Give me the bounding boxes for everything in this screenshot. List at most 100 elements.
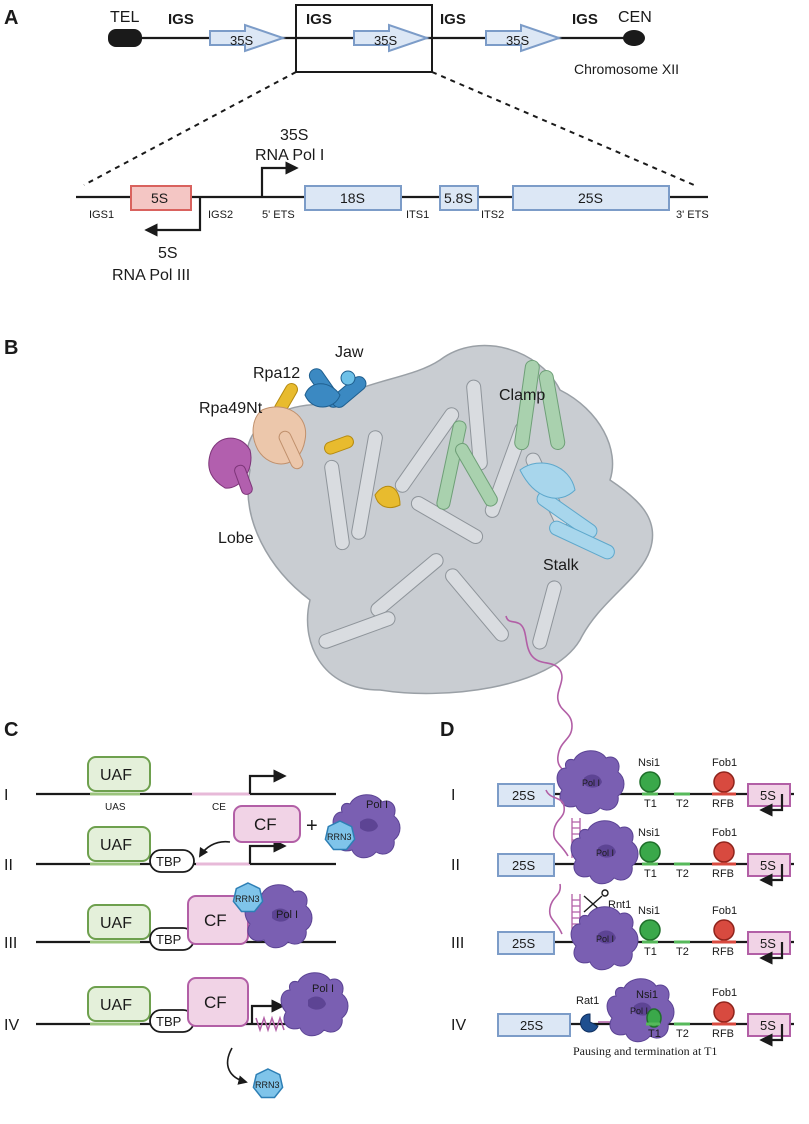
pol1-label: Pol I: [630, 1006, 648, 1016]
row-label: I: [4, 787, 8, 804]
rna-transcript: [548, 883, 563, 935]
box-25s-label: 25S: [520, 1018, 543, 1033]
row-label: III: [451, 935, 464, 952]
ce-label: CE: [212, 802, 226, 813]
uaf-label: UAF: [100, 997, 132, 1014]
helix: [351, 430, 383, 540]
uaf-box: [87, 756, 151, 792]
t2-label: T2: [676, 1028, 689, 1040]
nsi1-protein: [639, 919, 661, 941]
fob1-protein: [713, 771, 735, 793]
tel-label: TEL: [110, 9, 139, 26]
rat1-label: Rat1: [576, 995, 599, 1007]
panel-b: B: [4, 337, 654, 695]
pol3-arrow: [759, 1024, 784, 1047]
t1-label: T1: [644, 798, 657, 810]
t2-label: T2: [676, 946, 689, 958]
panel-d-caption: Pausing and termination at T1: [573, 1044, 717, 1058]
panel-d-row-1: I 25S Pol I Nsi1 T1 T2 Fob1 RFB 5S: [451, 615, 794, 817]
cf-label: CF: [204, 993, 227, 1012]
fob1-protein: [713, 1001, 735, 1023]
cf-box: [233, 805, 301, 843]
box-5s-label: 5S: [760, 1018, 776, 1033]
uaf-box: [87, 904, 151, 940]
cf-box: [187, 977, 249, 1027]
rdna-unit-arrow-1: [209, 23, 287, 53]
box-25s: [497, 853, 555, 877]
uaf-label: UAF: [100, 837, 132, 854]
tss-arrow: [248, 769, 287, 794]
row-label: II: [451, 857, 460, 874]
box-18s: [304, 185, 402, 211]
pol1-label: Pol I: [596, 934, 614, 944]
igs-label-3: IGS: [440, 11, 466, 28]
zoom-left-dash: [83, 71, 297, 186]
igs-label-1: IGS: [168, 11, 194, 28]
panel-c-label: C: [4, 719, 18, 741]
panel-a: A TEL CEN IGS IGS IGS IGS 35S 35S 35S Ch…: [4, 4, 709, 284]
stalk-label: Stalk: [543, 557, 580, 574]
pol1-structure: [208, 344, 654, 695]
jaw-domain: [304, 368, 367, 408]
helix: [445, 568, 509, 642]
nsi1-protein: [639, 771, 661, 793]
box-25s-label: 25S: [512, 936, 535, 951]
box-25s: [497, 931, 555, 955]
its1-label: ITS1: [406, 209, 429, 221]
fob1-label: Fob1: [712, 987, 737, 999]
recruit-arrow: [198, 840, 231, 858]
rpa49nt-label: Rpa49Nt: [199, 400, 263, 417]
panel-d-row-2: II 25S Pol I Nsi1 T1 T2 Fob1 RFB 5S: [451, 789, 794, 887]
panel-b-label: B: [4, 337, 18, 359]
box-5s-label: 5S: [760, 858, 776, 873]
nsi1-label: Nsi1: [638, 905, 660, 917]
pol3-promoter-arrow: [144, 197, 202, 237]
rrn3-label: RRN3: [327, 832, 352, 842]
panel-d-row-4: IV 25S Rat1 Pol I Nsi1 T1 T2 Fob1 RFB 5S…: [451, 978, 794, 1058]
lobe-label: Lobe: [218, 530, 254, 547]
rrn3-label: RRN3: [255, 1080, 280, 1090]
rpa49nt-domain: [208, 437, 253, 495]
box-18s-label: 18S: [340, 190, 365, 206]
rfb-label: RFB: [712, 946, 734, 958]
box-5s-label: 5S: [760, 788, 776, 803]
row-label: I: [451, 787, 455, 804]
panel-a-label: A: [4, 7, 18, 29]
rdna-unit-arrow-2: [353, 23, 431, 53]
nsi1-label: Nsi1: [638, 757, 660, 769]
panel-d-row-3: III 25S Rnt1 Pol I Nsi1 T1 T2 Fob1: [451, 883, 794, 971]
fob1-label: Fob1: [712, 827, 737, 839]
chromosome-label: Chromosome XII: [574, 61, 679, 77]
panel-c: C I UAF UAS CE II UAF TBP CF +: [4, 719, 401, 1099]
box-5s: [130, 185, 192, 211]
tss-arrow: [250, 999, 285, 1024]
igs2-label: IGS2: [208, 209, 233, 221]
box-25s: [497, 1013, 571, 1037]
helix: [324, 459, 350, 551]
tbp-label: TBP: [156, 854, 181, 869]
ets5-label: 5' ETS: [262, 209, 295, 221]
rna-transcript: [505, 615, 577, 787]
cen-label: CEN: [618, 9, 652, 26]
centromere: [623, 30, 645, 46]
row-label: IV: [4, 1017, 19, 1034]
row-label: III: [4, 935, 17, 952]
rfb-label: RFB: [712, 1028, 734, 1040]
fob1-protein: [713, 919, 735, 941]
t2-label: T2: [676, 868, 689, 880]
pol1-label: Pol I: [366, 799, 388, 811]
pol3-arrow: [759, 794, 784, 817]
zoom-right-dash: [431, 71, 695, 186]
lobe-domain: [252, 406, 307, 470]
tbp-label: TBP: [156, 1014, 181, 1029]
igs1-label: IGS1: [89, 209, 114, 221]
helix: [410, 496, 484, 544]
t2-label: T2: [676, 798, 689, 810]
plus-sign: +: [306, 815, 318, 837]
uaf-label: UAF: [100, 767, 132, 784]
tbp-label: TBP: [156, 932, 181, 947]
fob1-label: Fob1: [712, 757, 737, 769]
box-5s-label: 5S: [760, 936, 776, 951]
rat1-exonuclease: [580, 1013, 599, 1033]
